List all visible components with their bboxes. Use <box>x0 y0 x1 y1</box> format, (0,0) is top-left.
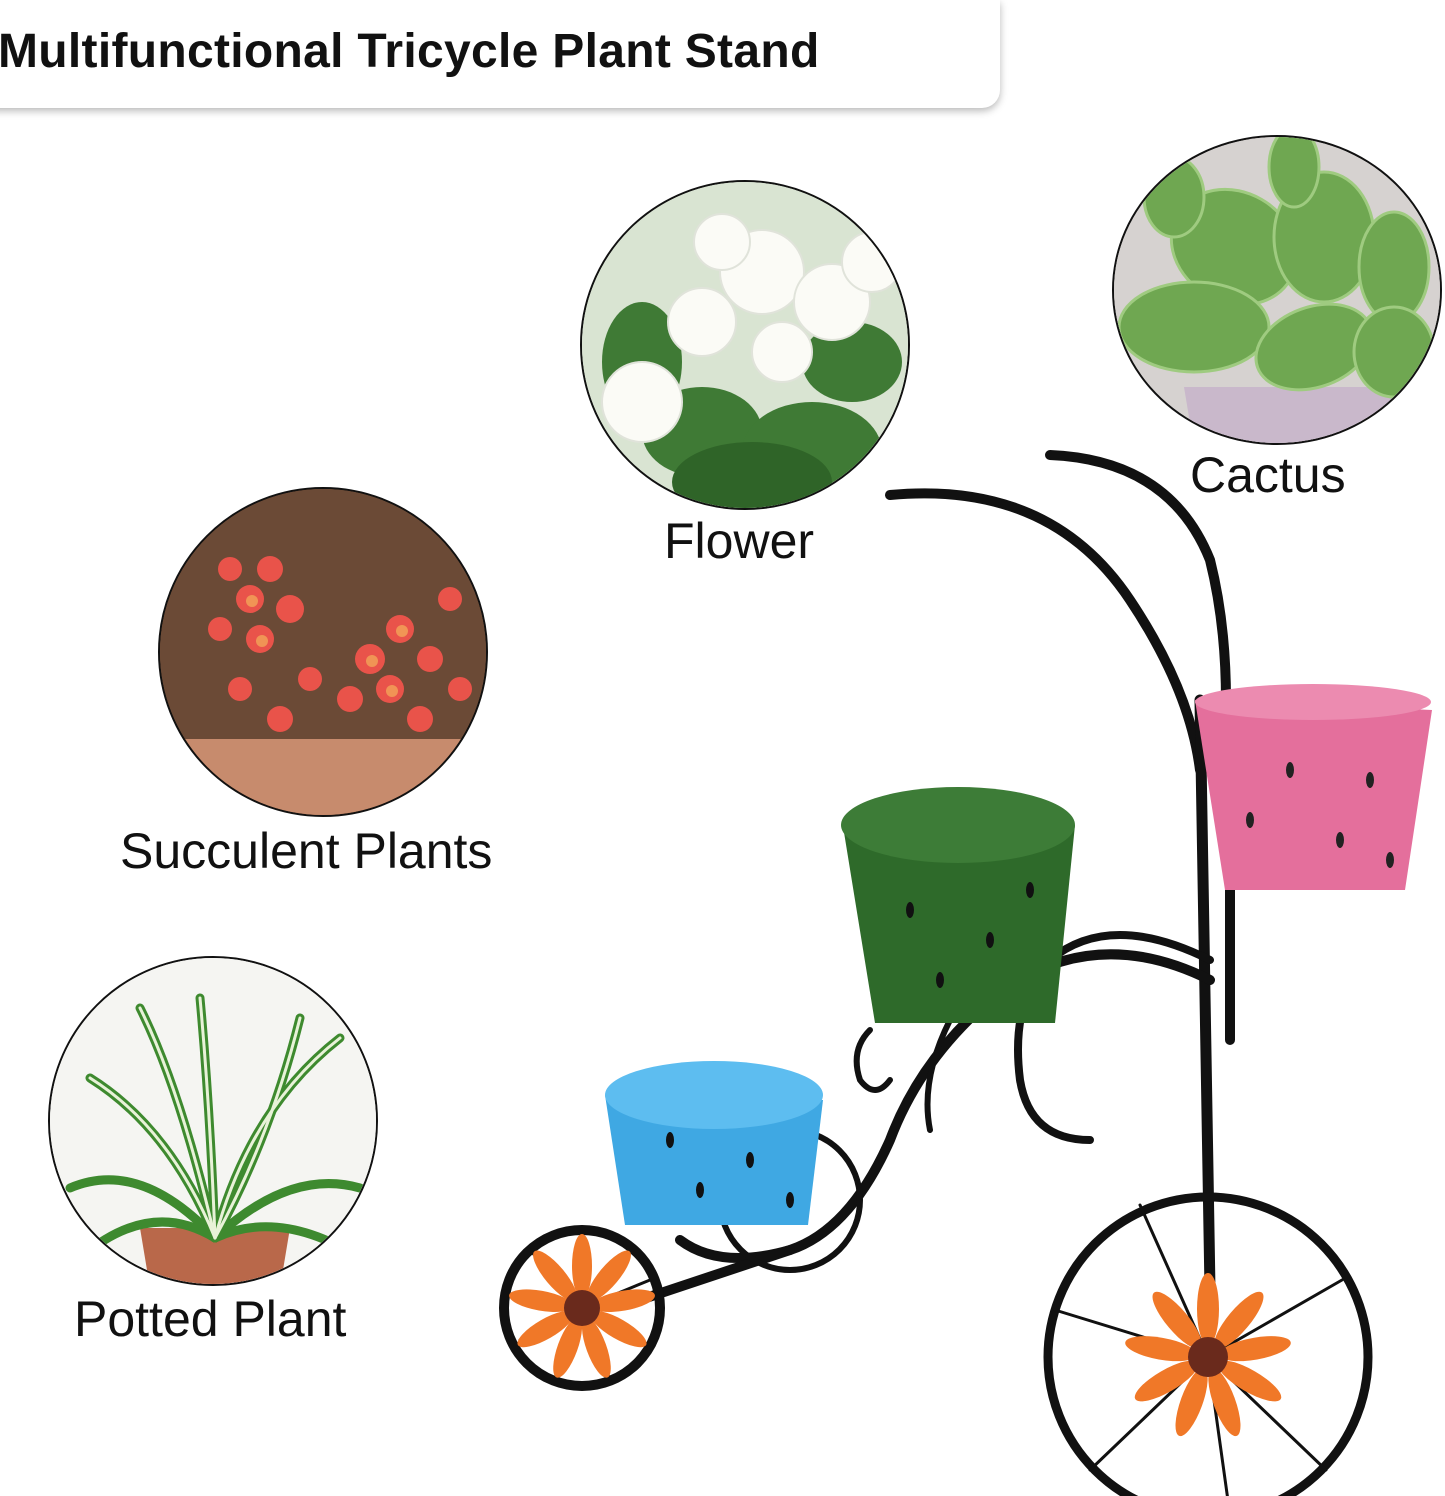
cactus-label: Cactus <box>1190 447 1346 503</box>
cactus-photo <box>1112 135 1442 445</box>
pink-pot <box>1195 684 1432 890</box>
title-banner: Multifunctional Tricycle Plant Stand <box>0 0 1000 108</box>
succulent-photo <box>158 487 488 817</box>
tricycle-plant-stand <box>490 440 1445 1496</box>
wheel-flower-large <box>1125 1273 1291 1437</box>
blue-pot <box>605 1061 823 1225</box>
potted-plant-photo <box>48 956 378 1286</box>
wheel-flower-small <box>509 1234 655 1378</box>
page-title: Multifunctional Tricycle Plant Stand <box>0 25 820 78</box>
flower-photo <box>580 180 910 510</box>
green-pot <box>841 787 1075 1023</box>
flower-label: Flower <box>664 513 815 569</box>
succulent-label: Succulent Plants <box>120 823 493 879</box>
potted-plant-label: Potted Plant <box>74 1291 347 1347</box>
